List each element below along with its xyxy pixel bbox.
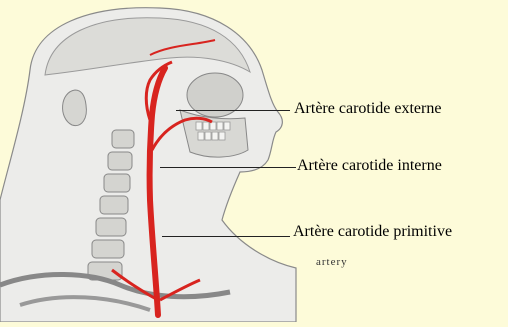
leader-line-external	[176, 110, 290, 111]
label-primitive-carotid: Artère carotide primitive	[293, 224, 452, 240]
leader-line-internal	[160, 167, 296, 168]
ear	[63, 90, 87, 126]
label-internal-carotid: Artère carotide interne	[297, 158, 442, 174]
partial-text-fragment: artery	[316, 256, 348, 268]
leader-line-primitive	[162, 236, 290, 237]
label-external-carotid: Artère carotide externe	[294, 101, 441, 117]
